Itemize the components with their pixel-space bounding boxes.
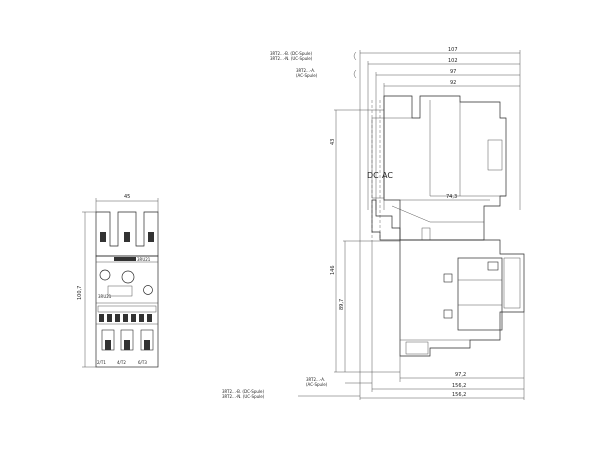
overload-relay-body	[399, 239, 525, 357]
overload-screw-1	[487, 261, 499, 271]
dim-bottom-1562-b: 156,2	[452, 392, 466, 398]
bottom-dimension-group: 97,2 156,2 156,2	[359, 210, 525, 400]
front-width-label: 45	[124, 194, 130, 200]
front-term-7	[147, 314, 152, 322]
front-dial-center	[121, 270, 135, 284]
legend-bottom-ac-b: (AC-Spule)	[306, 382, 328, 387]
dim-mid-743: 74,3	[446, 194, 457, 200]
front-term-6	[139, 314, 144, 322]
contactor-side-tab	[487, 139, 503, 171]
overload-screw-3	[443, 309, 453, 319]
dim-top-107: 107	[448, 47, 458, 53]
legend-top-dc: 3RT2...-B. (DC-Spule)	[270, 51, 312, 56]
dim-top-102: 102	[448, 58, 458, 64]
dim-left-146: 146	[330, 265, 336, 275]
front-terminal-block	[96, 305, 158, 325]
front-height-label: 100,7	[77, 286, 83, 300]
front-term-5	[131, 314, 136, 322]
dim-left-897: 89,7	[339, 299, 345, 310]
front-term-label-3: 6/T3	[138, 360, 147, 365]
mounting-plate	[371, 117, 385, 199]
legend-bottom-uc: 3RT2...-N. (UC-Spule)	[222, 394, 265, 399]
overload-front-cover	[503, 257, 521, 309]
front-view: 45 100,7 3RU21 3RU21	[77, 194, 159, 368]
overload-bottom-clip	[405, 341, 429, 355]
overload-screw-2	[443, 273, 453, 283]
front-term-1	[99, 314, 104, 322]
front-term-4	[123, 314, 128, 322]
legend-top-ac-b: (AC-Spule)	[296, 73, 318, 78]
front-label-strip	[114, 257, 136, 261]
side-view: 107 102 97 92 3RT2...-B. (DC-Spule) 3RT2…	[222, 47, 525, 400]
contactor-body	[383, 95, 507, 241]
legend-top-uc: 3RT2...-N. (UC-Spule)	[270, 56, 313, 61]
front-main-body	[95, 255, 159, 368]
dim-top-97: 97	[450, 69, 456, 75]
front-terminal-slot-3	[148, 232, 154, 242]
front-label-top: 3RU21	[137, 257, 151, 262]
body-diagonal-edge	[391, 205, 484, 223]
dim-top-92: 92	[450, 80, 456, 86]
front-label-middle: 3RU21	[98, 294, 112, 299]
front-term-label-2: 4/T2	[117, 360, 126, 365]
legend-bottom-dc: 3RT2...-B. (DC-Spule)	[222, 389, 264, 394]
front-term-label-1: 2/T1	[97, 360, 106, 365]
overload-terminal-block	[457, 257, 503, 331]
din-rail-profile	[371, 199, 401, 241]
front-terminal-slot-1	[100, 232, 106, 242]
dim-left-43: 43	[330, 139, 336, 145]
dim-bottom-1562-a: 156,2	[452, 383, 466, 389]
legend-top-brace-1	[353, 51, 357, 61]
front-term-2	[107, 314, 112, 322]
label-ac: AC	[382, 171, 393, 180]
front-bottom-term-1-screw	[105, 340, 111, 350]
front-bottom-terminals	[101, 329, 154, 351]
front-terminal-slot-2	[124, 232, 130, 242]
dim-bottom-972: 97,2	[455, 372, 466, 378]
label-dc: DC	[367, 171, 379, 180]
front-setting-window	[107, 285, 133, 297]
front-bottom-term-2-screw	[124, 340, 130, 350]
body-notch	[421, 227, 431, 241]
legend-top-brace-2	[353, 69, 357, 79]
front-term-3	[115, 314, 120, 322]
legend-top-ac-a: 3RT2...-A.	[296, 68, 315, 73]
legend-bottom-ac-a: 3RT2...-A.	[306, 377, 325, 382]
front-dial-left	[99, 269, 111, 281]
front-bottom-term-3-screw	[144, 340, 150, 350]
front-term-strip	[97, 305, 157, 313]
front-dial-right	[143, 285, 153, 295]
